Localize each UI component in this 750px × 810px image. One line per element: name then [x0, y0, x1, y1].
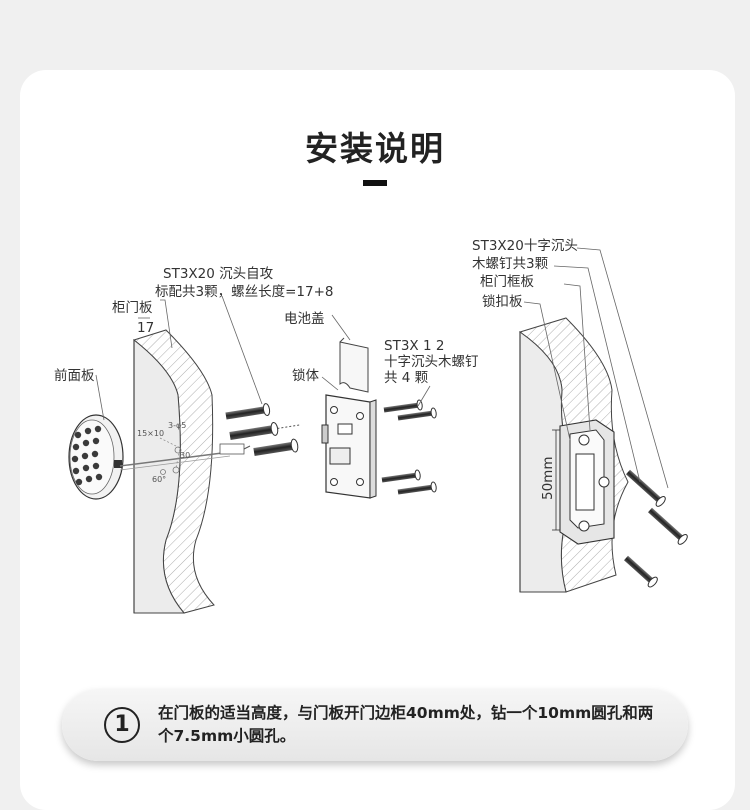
cabinet-door-label: 柜门板 — [112, 300, 153, 316]
frame-screws — [623, 469, 688, 588]
installation-diagram: 15×10 3-φ5 30 60° — [54, 238, 688, 614]
wood-screw-line1: ST3X 1 2 — [384, 338, 444, 354]
dim-30-label: 30 — [180, 451, 190, 460]
dim-50mm-label: 50mm — [540, 457, 556, 500]
lock-body-label: 锁体 — [292, 368, 319, 384]
step-description: 在门板的适当高度，与门板开门边柜40mm处，钻一个10mm圆孔和两个7.5mm小… — [158, 704, 654, 745]
battery-cover — [339, 337, 369, 393]
wood-screw-line3: 共 4 颗 — [384, 370, 429, 386]
strike-plate — [552, 419, 615, 545]
screw-spec-line2: 标配共3颗，螺丝长度=17+8 — [155, 284, 333, 300]
thickness-label: 17 — [137, 320, 154, 336]
door-frame-label: 柜门框板 — [480, 274, 534, 290]
drill-dimension-marks: 15×10 3-φ5 30 60° — [137, 421, 190, 484]
lock-body — [321, 394, 377, 499]
step-note: 1 在门板的适当高度，与门板开门边柜40mm处，钻一个10mm圆孔和两个7.5m… — [62, 689, 688, 761]
dim-15x10-label: 15×10 — [137, 429, 164, 438]
frame-screw-spec-line1: ST3X20十字沉头 — [472, 238, 578, 254]
battery-cover-label: 电池盖 — [284, 311, 325, 327]
wood-screws — [381, 399, 437, 495]
dim-phi5-label: 3-φ5 — [168, 421, 186, 430]
title-underline — [363, 180, 387, 186]
strike-plate-label: 锁扣板 — [482, 294, 523, 310]
wood-screw-line2: 十字沉头木螺钉 — [384, 354, 479, 370]
cable-connector — [219, 443, 251, 455]
page-title: 安装说明 — [305, 129, 445, 168]
cabinet-door-board — [132, 329, 215, 614]
frame-screw-spec-line2: 木螺钉共3颗 — [472, 256, 549, 272]
step-number-badge: 1 — [104, 707, 140, 743]
right-leader-lines — [523, 247, 669, 489]
board-screws — [225, 403, 302, 456]
front-panel-label: 前面板 — [54, 367, 95, 384]
screw-spec-line1: ST3X20 沉头自攻 — [163, 266, 274, 282]
dim-60deg-label: 60° — [152, 475, 166, 484]
left-leader-lines — [95, 295, 431, 421]
front-panel-keypad — [68, 414, 231, 500]
